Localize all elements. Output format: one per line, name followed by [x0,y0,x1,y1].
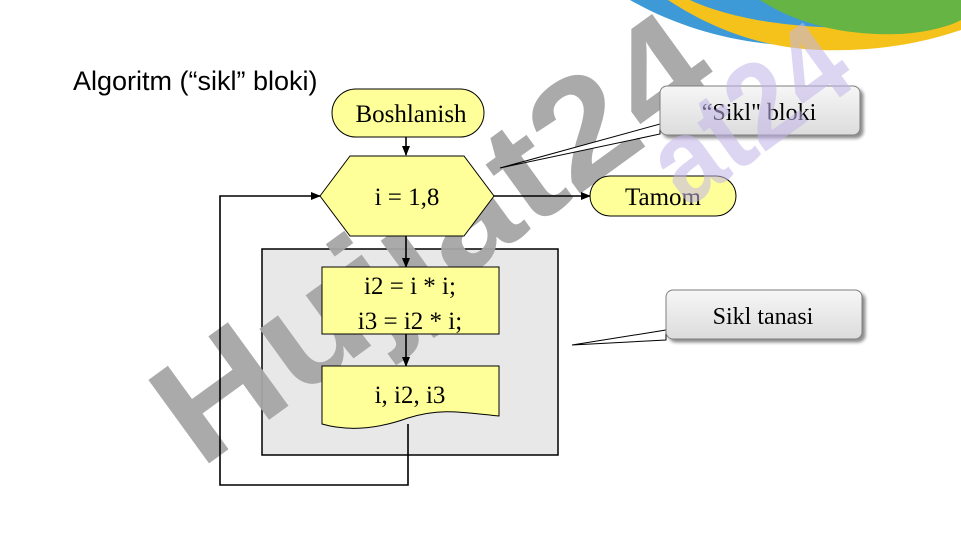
slide-title: Algoritm (“sikl” bloki) [73,66,318,96]
end-terminator: Tamom [589,175,737,217]
loop-label: i = 1,8 [375,184,440,211]
output-shape [321,365,500,429]
process-line2: i3 = i2 * i; [358,308,462,335]
output-label: i, i2, i3 [375,382,446,409]
callout-body-text: Sikl tanasi [713,304,814,330]
callout-loop-text: “Sikl" bloki [702,100,817,126]
process-line1: i2 = i * i; [364,273,456,300]
process-block: i2 = i * i; i3 = i2 * i; [321,266,500,335]
loop-block: i = 1,8 [319,155,495,237]
end-shape [589,175,737,217]
start-shape [331,88,485,138]
process-shape [321,266,500,335]
loop-shape [319,155,495,237]
callout-loop-body: Sikl tanasi [665,289,863,340]
end-label: Tamom [625,184,702,211]
decor-green-ribbon [760,0,961,35]
callout-loop-block: “Sikl" bloki [659,85,861,136]
corner-decoration [630,0,961,51]
start-terminator: Boshlanish [331,88,485,138]
output-block: i, i2, i3 [321,365,500,429]
callout-body-box [665,289,863,340]
start-label: Boshlanish [355,101,467,128]
connector-loop-back [219,192,409,486]
flow-connectors [219,137,591,486]
decor-yellow-ribbon [668,0,961,51]
callout-pointer-body [571,329,667,346]
callout-loop-box [659,85,861,136]
